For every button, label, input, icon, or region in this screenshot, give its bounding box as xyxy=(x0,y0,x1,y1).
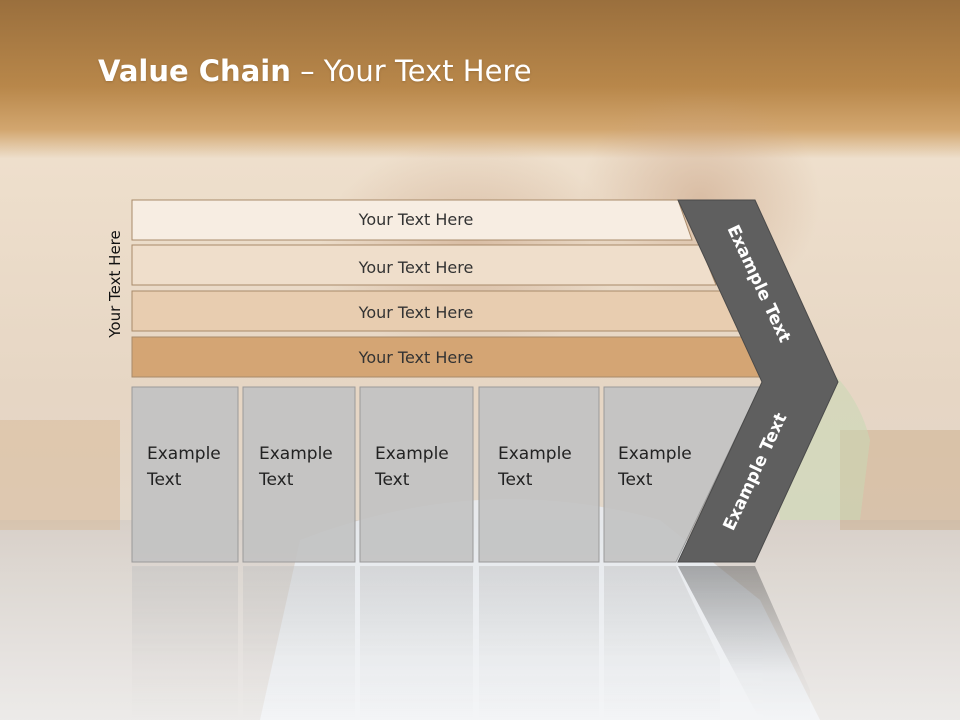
bar-2 xyxy=(131,244,717,286)
chevron-reflection xyxy=(678,566,810,720)
column-2-line1: Example xyxy=(259,444,333,464)
column-1-line1: Example xyxy=(147,444,221,464)
column-3 xyxy=(359,386,474,563)
bar-2-label: Your Text Here xyxy=(358,258,474,277)
column-4 xyxy=(478,386,600,563)
column-3-reflection xyxy=(360,566,473,720)
column-5-reflection xyxy=(604,566,720,720)
column-2 xyxy=(242,386,356,563)
bar-3-label: Your Text Here xyxy=(358,303,474,322)
column-2-line2: Text xyxy=(258,470,294,490)
column-4-line1: Example xyxy=(498,444,572,464)
column-2-reflection xyxy=(243,566,355,720)
bar-1-label: Your Text Here xyxy=(358,210,474,229)
columns-group: Example Text Example Text Example Text E… xyxy=(131,386,761,563)
column-5 xyxy=(603,386,761,563)
slide-title: Value Chain – Your Text Here xyxy=(98,54,532,88)
bar-4-label: Your Text Here xyxy=(358,348,474,367)
title-rest: – Your Text Here xyxy=(290,54,532,88)
column-4-reflection xyxy=(479,566,599,720)
column-3-line1: Example xyxy=(375,444,449,464)
column-5-line2: Text xyxy=(617,470,653,490)
column-1-reflection xyxy=(132,566,238,720)
column-5-line1: Example xyxy=(618,444,692,464)
chevron-arrow xyxy=(677,199,839,563)
column-1 xyxy=(131,386,239,563)
bars-group: Your Text Here Your Text Here Your Text … xyxy=(131,199,764,378)
column-4-line2: Text xyxy=(497,470,533,490)
title-bold: Value Chain xyxy=(98,54,291,88)
reflection-group xyxy=(132,566,810,720)
bar-1 xyxy=(131,199,693,241)
column-3-line2: Text xyxy=(374,470,410,490)
column-1-line2: Text xyxy=(146,470,182,490)
